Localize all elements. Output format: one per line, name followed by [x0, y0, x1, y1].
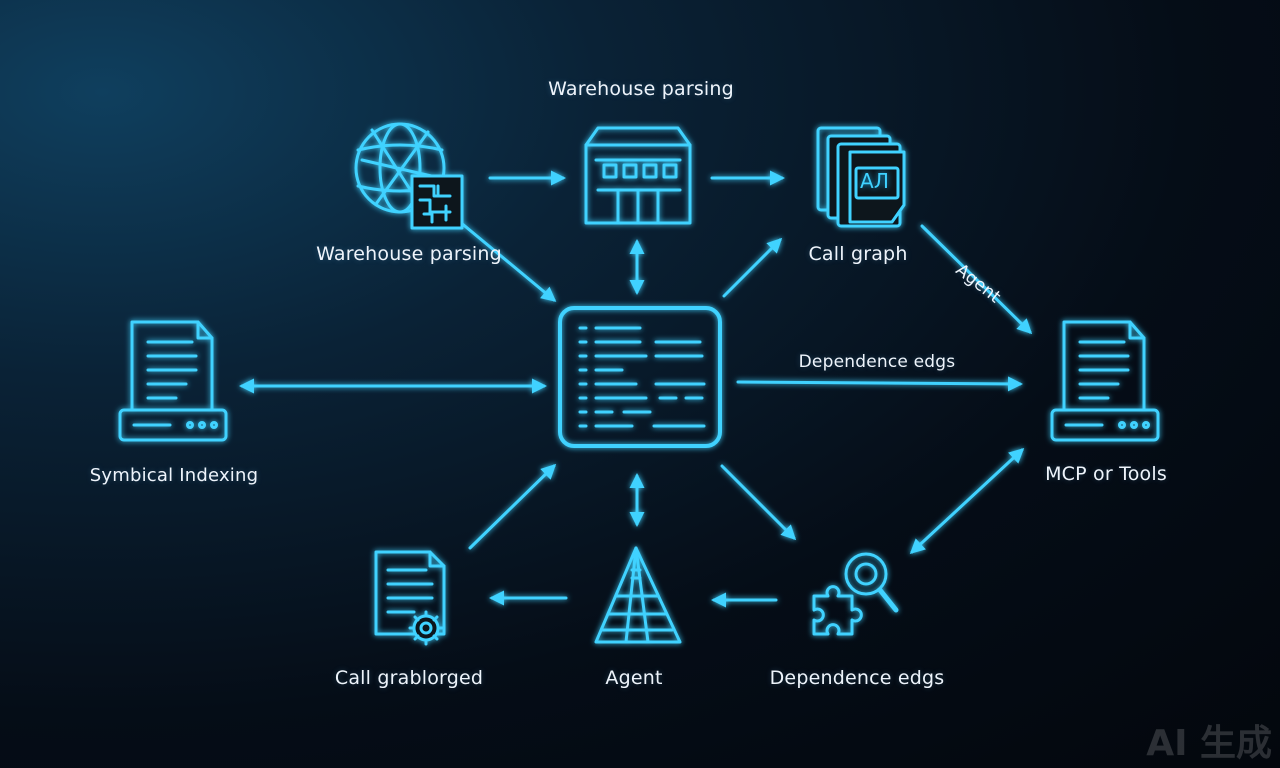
doc-stack-glyph: АЛ	[860, 169, 890, 193]
warehouse-icon	[584, 126, 692, 225]
document-server-icon-left	[118, 320, 228, 442]
arrow-mcp-dependence-bidirectional	[909, 447, 1025, 555]
label-call-graph: Call graph	[808, 243, 908, 265]
arrow-center-to-callgraph	[722, 237, 783, 298]
label-symbical-indexing: Symbical Indexing	[89, 465, 259, 486]
title-warehouse-parsing: Warehouse parsing	[548, 78, 734, 100]
puzzle-magnifier-icon	[812, 552, 899, 636]
globe-icon	[354, 122, 464, 230]
arrow-globe-to-center	[458, 220, 557, 302]
central-code-panel	[558, 306, 722, 448]
label-mcp-tools: MCP or Tools	[1045, 463, 1167, 485]
arrow-center-to-mcp	[736, 376, 1023, 392]
arrow-center-to-dependence	[720, 464, 797, 541]
label-agent: Agent	[605, 667, 663, 689]
document-gear-icon	[374, 550, 446, 646]
document-server-icon-right	[1050, 320, 1160, 442]
arrows	[239, 170, 1033, 608]
label-dependence-edges: Dependence edgs	[769, 667, 945, 689]
pyramid-agent-icon	[594, 546, 682, 644]
arrow-callgraph-to-mcp	[920, 224, 1033, 335]
watermark: AI 生成	[1146, 723, 1272, 764]
document-stack-icon	[816, 126, 906, 228]
label-warehouse-parsing: Warehouse parsing	[316, 243, 502, 265]
label-dependence-edge-mid: Dependence edgs	[798, 352, 956, 372]
arrow-callgrab-to-center	[468, 463, 557, 550]
label-call-grablorged: Call grablorged	[334, 667, 484, 689]
